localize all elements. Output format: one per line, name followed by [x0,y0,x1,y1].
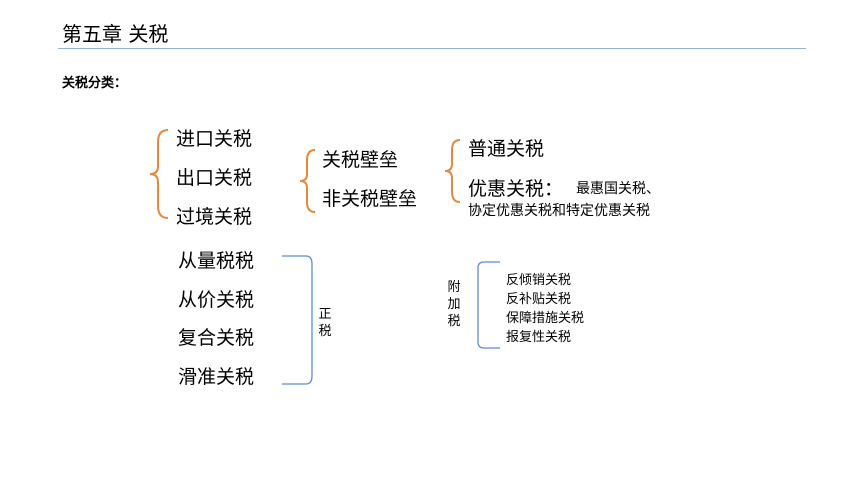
direction-item-transit: 过境关税 [176,206,253,228]
page-title: 第五章 关税 [62,22,169,46]
section-subtitle: 关税分类： [62,76,128,91]
preferential-note-line2: 协定优惠关税和特定优惠关税 [468,203,650,219]
barrier-item-tariff: 关税壁垒 [322,149,399,171]
barrier-item-nontariff: 非关税壁垒 [322,188,418,210]
method-item-advalorem: 从价关税 [178,289,255,311]
surcharge-label: 附加税 [447,280,461,329]
direction-item-import: 进口关税 [176,128,253,150]
surcharge-item-countervailing: 反补贴关税 [506,292,572,307]
preference-item-preferential: 优惠关税： [468,178,564,200]
surcharge-item-retaliatory: 报复性关税 [506,330,572,345]
method-item-compound: 复合关税 [178,327,255,349]
left-brace-direction [149,129,169,219]
preferential-note-line1: 最惠国关税、 [576,181,660,197]
surcharge-item-antidumping: 反倾销关税 [506,273,572,288]
main-tax-label: 正税 [318,307,332,339]
preference-item-ordinary: 普通关税 [468,138,545,160]
method-item-specific: 从量税税 [178,250,255,272]
left-bracket-surcharge [477,261,500,349]
surcharge-item-safeguard: 保障措施关税 [506,311,585,326]
title-divider [58,48,806,49]
method-item-sliding: 滑准关税 [178,366,255,388]
left-brace-preference [444,139,461,203]
right-brace-main-tax [282,255,313,385]
direction-item-export: 出口关税 [176,167,253,189]
left-brace-barrier [299,149,316,213]
